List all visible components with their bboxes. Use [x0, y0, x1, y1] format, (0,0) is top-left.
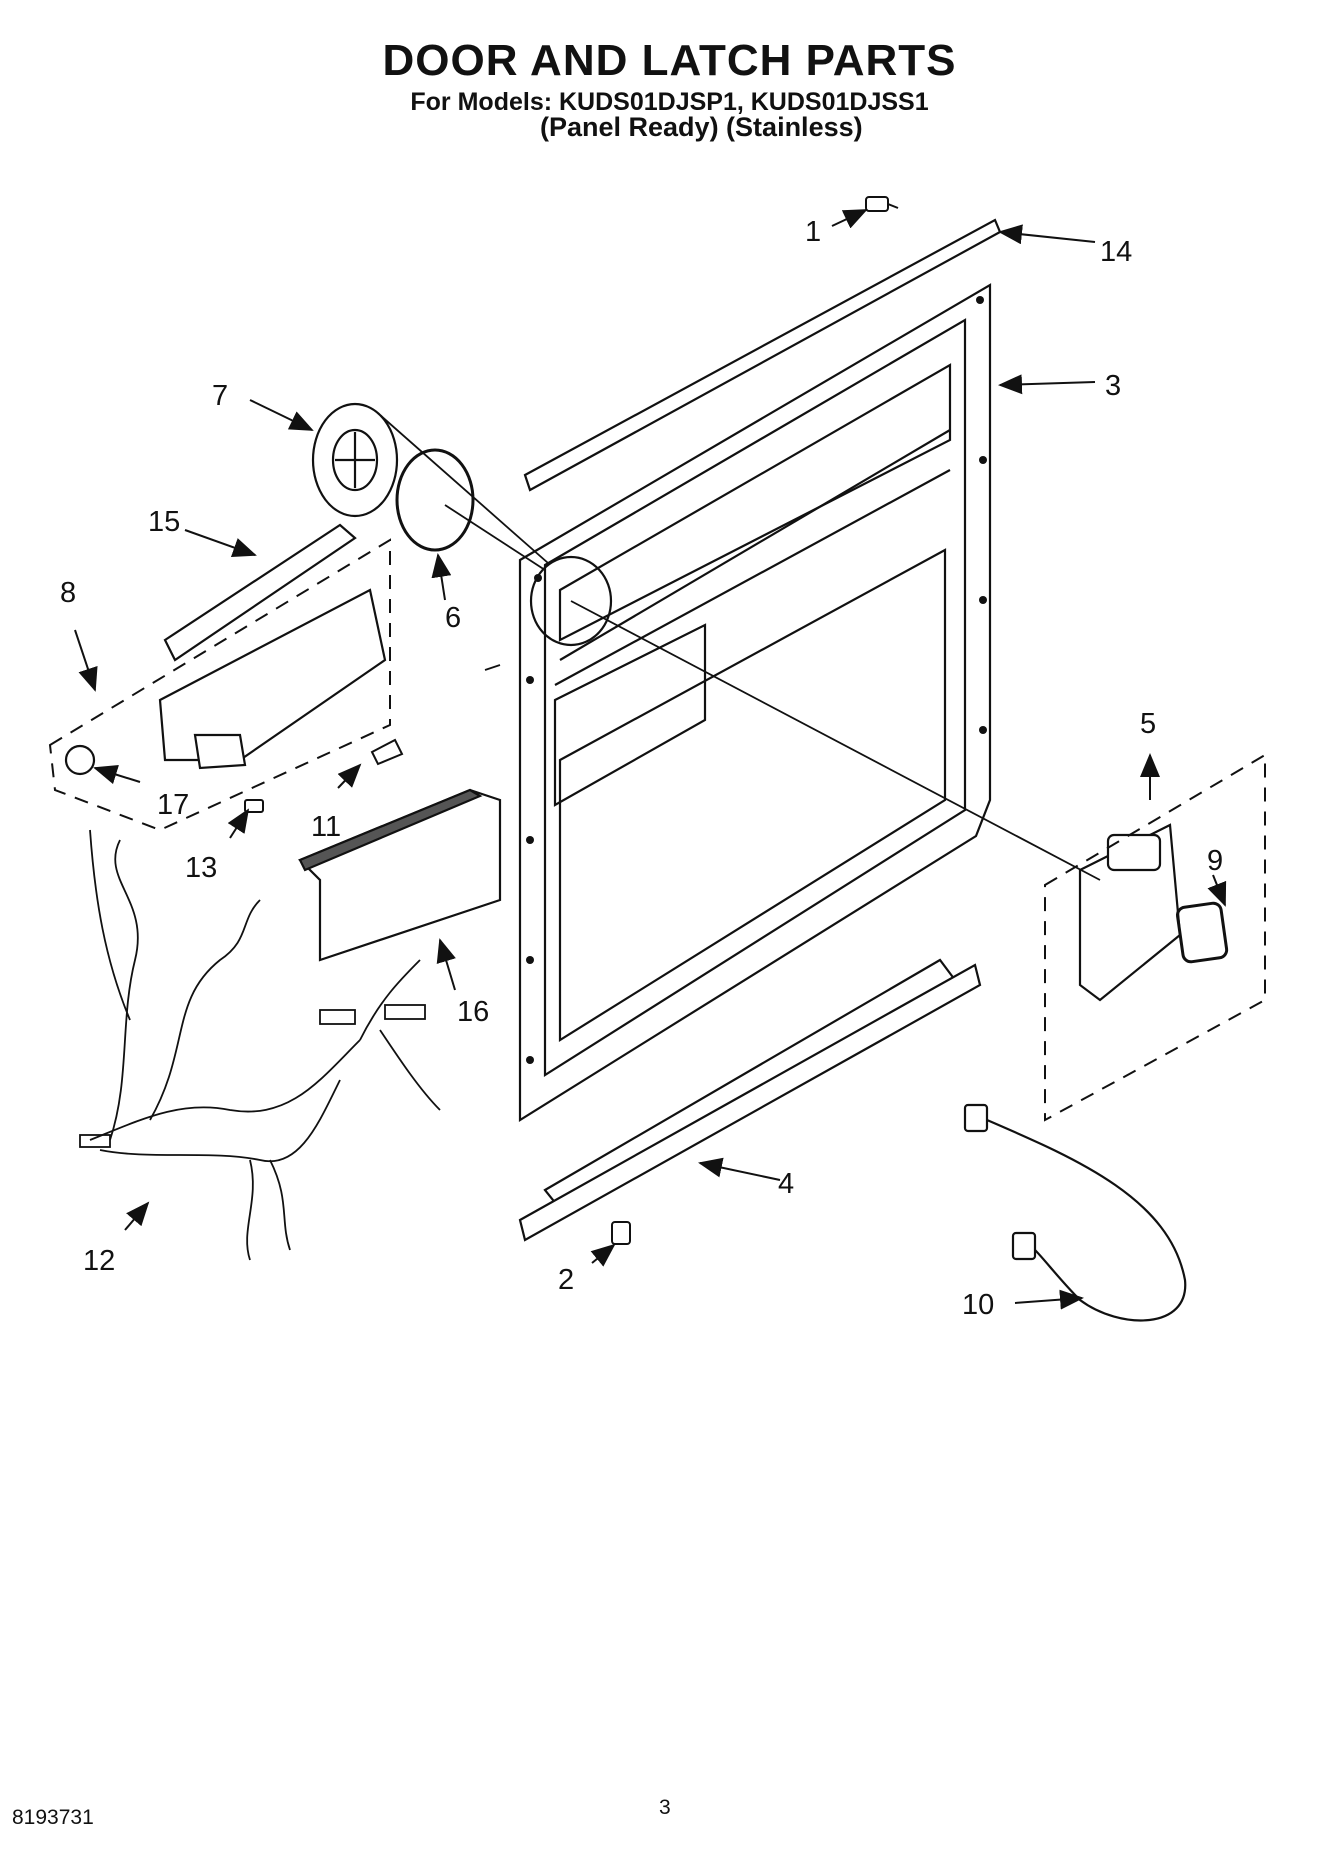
latch-dashed-outline [1044, 753, 1266, 1122]
callout-7: 7 [212, 380, 228, 412]
latch-cable [963, 1103, 1187, 1322]
vent-gasket [395, 448, 475, 552]
screw-2 [611, 1221, 631, 1245]
wire-harness [79, 829, 441, 1261]
callout-9: 9 [1207, 845, 1223, 877]
bracket-11 [370, 738, 404, 766]
leader-lines [379, 414, 1101, 881]
vent-cover [311, 402, 399, 518]
screw-13 [244, 799, 264, 813]
callout-labels: 1 2 3 4 5 6 7 8 9 10 11 12 13 14 15 16 1… [60, 216, 1223, 1321]
callout-12: 12 [83, 1245, 115, 1277]
callout-5: 5 [1140, 708, 1156, 740]
callout-16: 16 [457, 996, 489, 1028]
callout-arrows [74, 209, 1227, 1310]
callout-17: 17 [157, 789, 189, 821]
door-panel [518, 283, 992, 1122]
module-dashed-outline [48, 538, 391, 832]
callout-4: 4 [778, 1168, 794, 1200]
document-number: 8193731 [12, 1806, 94, 1829]
latch-assembly [1078, 823, 1182, 1002]
page-number: 3 [659, 1796, 671, 1819]
insulation-panel [298, 788, 502, 962]
callout-3: 3 [1105, 370, 1121, 402]
latch-gasket [1175, 901, 1229, 964]
models-line: For Models: KUDS01DJSP1, KUDS01DJSS1 [410, 88, 929, 116]
control-module [64, 523, 387, 776]
page-title: DOOR AND LATCH PARTS [382, 36, 957, 85]
variants-line: (Panel Ready) (Stainless) [540, 112, 863, 142]
bottom-trim [518, 958, 982, 1242]
callout-13: 13 [185, 852, 217, 884]
callout-15: 15 [148, 506, 180, 538]
callout-6: 6 [445, 602, 461, 634]
callout-1: 1 [805, 216, 821, 248]
screw-1 [865, 196, 899, 212]
callout-2: 2 [558, 1264, 574, 1296]
callout-14: 14 [1100, 236, 1132, 268]
callout-11: 11 [311, 811, 341, 843]
callout-8: 8 [60, 577, 76, 609]
callout-10: 10 [962, 1289, 994, 1321]
